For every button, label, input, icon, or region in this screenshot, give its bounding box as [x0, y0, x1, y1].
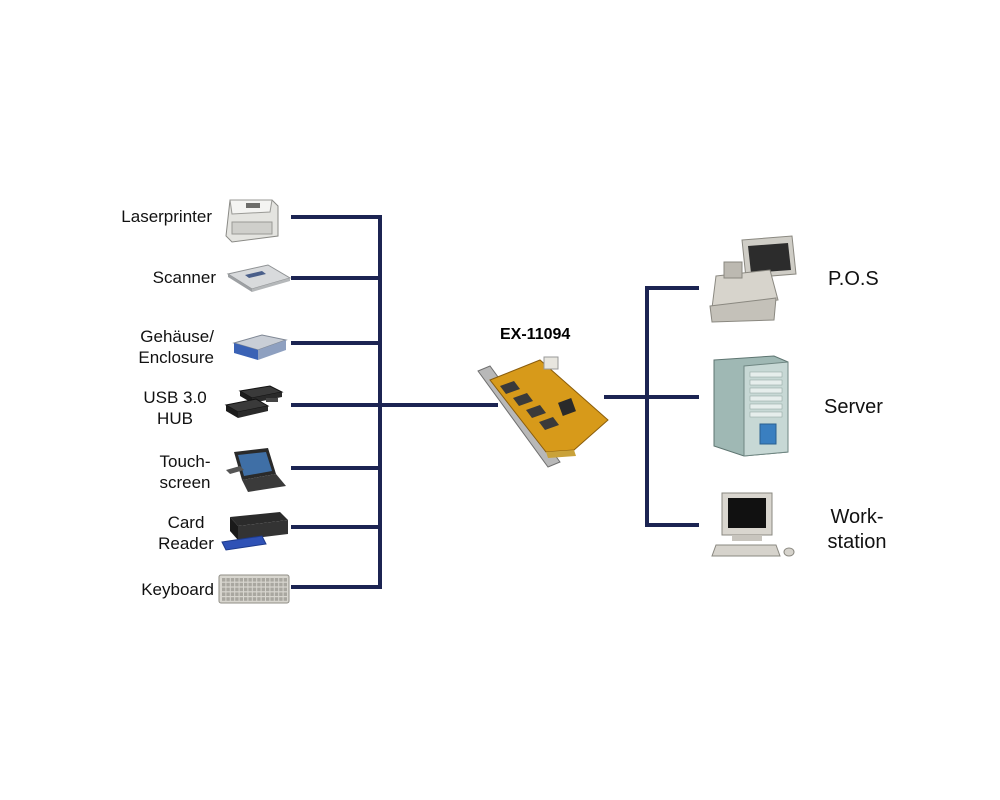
scanner-icon	[226, 264, 292, 292]
label-server: Server	[824, 396, 883, 418]
usb-hub-icon	[224, 385, 284, 418]
label-workstation: Work- station	[827, 506, 887, 553]
label-touchscreen: Touch- screen	[159, 452, 211, 492]
label-laserprinter: Laserprinter	[121, 207, 212, 226]
label-keyboard: Keyboard	[141, 580, 214, 599]
label-pos: P.O.S	[828, 268, 879, 290]
card-reader-icon	[221, 512, 288, 551]
server-tower-icon	[713, 355, 789, 457]
label-card-reader: Card Reader	[158, 513, 214, 553]
keyboard-icon	[218, 574, 290, 604]
pos-terminal-icon	[709, 235, 797, 323]
label-enclosure: Gehäuse/ Enclosure	[138, 327, 214, 367]
label-usb-hub: USB 3.0 HUB	[143, 388, 207, 428]
card-model-label: EX-11094	[500, 326, 571, 343]
touchscreen-icon	[226, 448, 286, 492]
pcie-card-icon	[477, 356, 609, 468]
label-scanner: Scanner	[152, 268, 216, 287]
enclosure-icon	[232, 334, 288, 360]
laser-printer-icon	[225, 199, 279, 243]
workstation-icon	[711, 492, 795, 557]
